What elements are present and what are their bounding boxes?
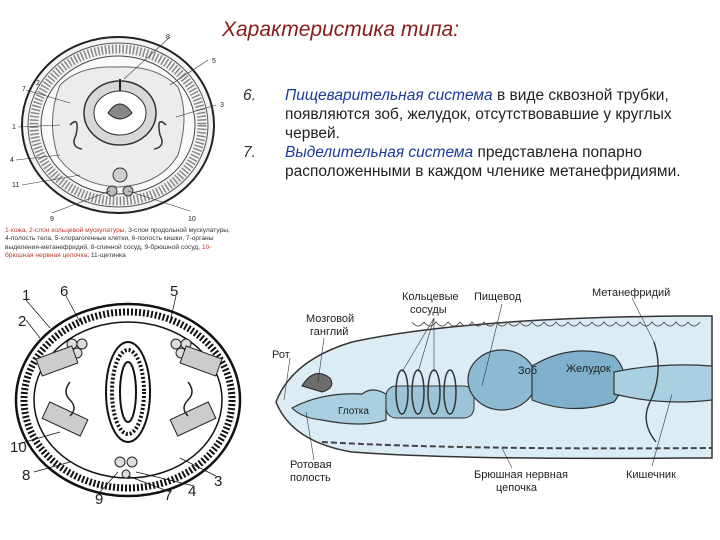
point-term: Пищеварительная система	[285, 87, 493, 104]
stomach-label: Желудок	[566, 363, 611, 375]
fig1-number: 5	[212, 58, 216, 65]
brain-label: ганглий	[310, 326, 348, 338]
fig2-number: 6	[60, 283, 68, 300]
fig1-number: 9	[50, 216, 54, 223]
cross-section-figure-2: 1 6 5 2 10 8 9 7 4 3	[10, 283, 242, 508]
point-term: Выделительная система	[285, 144, 474, 161]
ring-vessels-label: сосуды	[410, 304, 447, 316]
mouth-label: Рот	[272, 349, 290, 361]
point-6: 6. Пищеварительная система в виде сквозн…	[243, 86, 693, 143]
point-number: 7.	[243, 144, 256, 161]
fig2-number: 10	[10, 439, 27, 456]
crop-label: Зоб	[518, 365, 537, 377]
fig2-number: 2	[18, 313, 26, 330]
fig2-number: 1	[22, 287, 30, 304]
point-text: представлена попарно расположенными в ка…	[285, 144, 681, 180]
metanephridium-label: Метанефридий	[592, 287, 670, 299]
mouth-cavity-label: Ротовая	[290, 459, 332, 471]
point-7: 7. Выделительная система представлена по…	[243, 143, 693, 181]
fig1-number: 11	[12, 182, 19, 189]
fig2-number: 4	[188, 483, 196, 500]
fig2-number: 5	[170, 283, 178, 300]
fig1-number: 7	[22, 86, 26, 93]
fig2-number: 9	[95, 491, 103, 508]
slide-title: Характеристика типа:	[222, 18, 460, 41]
fig1-number: 4	[10, 157, 14, 164]
fig1-number: 1	[12, 124, 16, 131]
cross-section-figure-1: 8 5 3 2 7 1 4 11 9 10	[10, 34, 224, 223]
fig1-number: 10	[188, 216, 196, 223]
brain-label: Мозговой	[306, 313, 354, 325]
fig1-number: 3	[220, 102, 224, 109]
longitudinal-section-figure: Кольцевые сосуды Пищевод Метанефридий Мо…	[272, 287, 713, 494]
fig2-number: 7	[164, 487, 172, 504]
intestine-label: Кишечник	[626, 469, 676, 481]
figure1-caption: 1-кожа, 2-слои кольцевой мускулатуры, 3-…	[5, 227, 230, 260]
fig2-number: 3	[214, 473, 222, 490]
pharynx-label: Глотка	[338, 406, 369, 417]
fig1-number: 2	[36, 80, 40, 87]
nerve-chain-label: цепочка	[496, 482, 538, 494]
point-number: 6.	[243, 87, 256, 104]
nerve-chain-label: Брюшная нервная	[474, 469, 568, 481]
points-list: 6. Пищеварительная система в виде сквозн…	[243, 86, 693, 181]
esophagus-label: Пищевод	[474, 291, 522, 303]
fig2-number: 8	[22, 467, 30, 484]
point-text: в виде сквозной трубки, появляются зоб, …	[285, 87, 672, 142]
mouth-cavity-label: полость	[290, 472, 331, 484]
fig1-number: 8	[166, 34, 170, 41]
ring-vessels-label: Кольцевые	[402, 291, 459, 303]
